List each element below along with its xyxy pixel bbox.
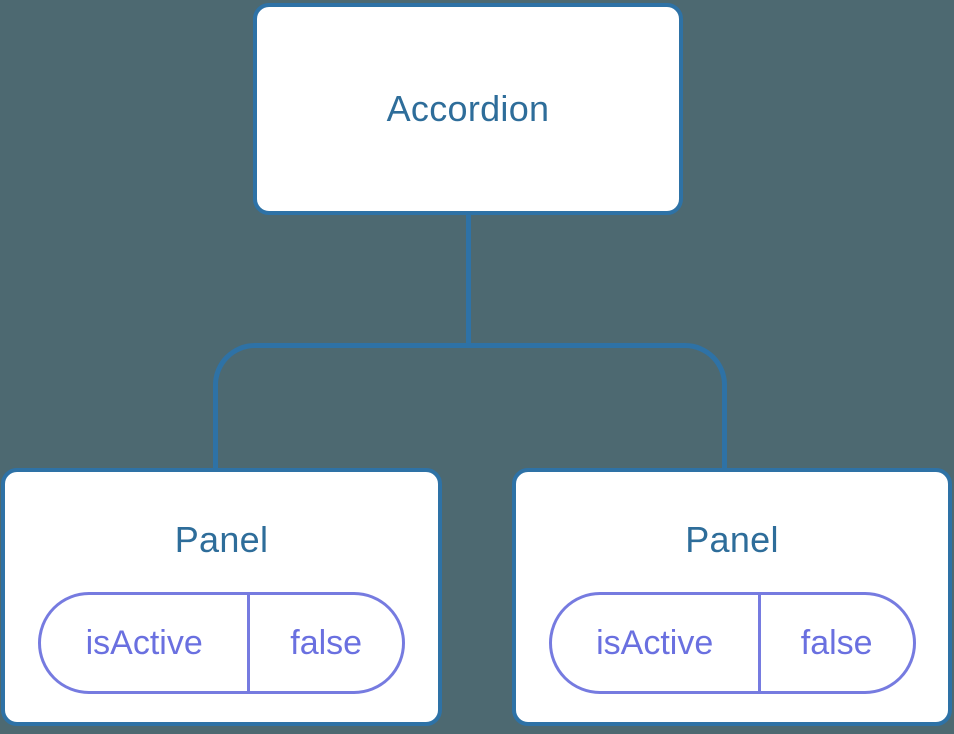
- node-panel-2: Panel isActive false: [512, 468, 952, 726]
- state-pill-1: isActive false: [38, 592, 405, 694]
- state-key-1: isActive: [41, 595, 251, 691]
- connector-bracket: [213, 343, 727, 468]
- state-value-2: false: [800, 623, 873, 662]
- state-key-2: isActive: [552, 595, 761, 691]
- node-panel-1-label: Panel: [174, 519, 269, 560]
- state-value-1: false: [290, 623, 363, 662]
- connector-stub: [466, 214, 471, 345]
- node-panel-2-label: Panel: [685, 519, 779, 560]
- state-pill-2: isActive false: [548, 592, 916, 694]
- node-panel-1: Panel isActive false: [1, 468, 442, 726]
- node-accordion: Accordion: [253, 3, 683, 215]
- node-accordion-label: Accordion: [386, 88, 550, 129]
